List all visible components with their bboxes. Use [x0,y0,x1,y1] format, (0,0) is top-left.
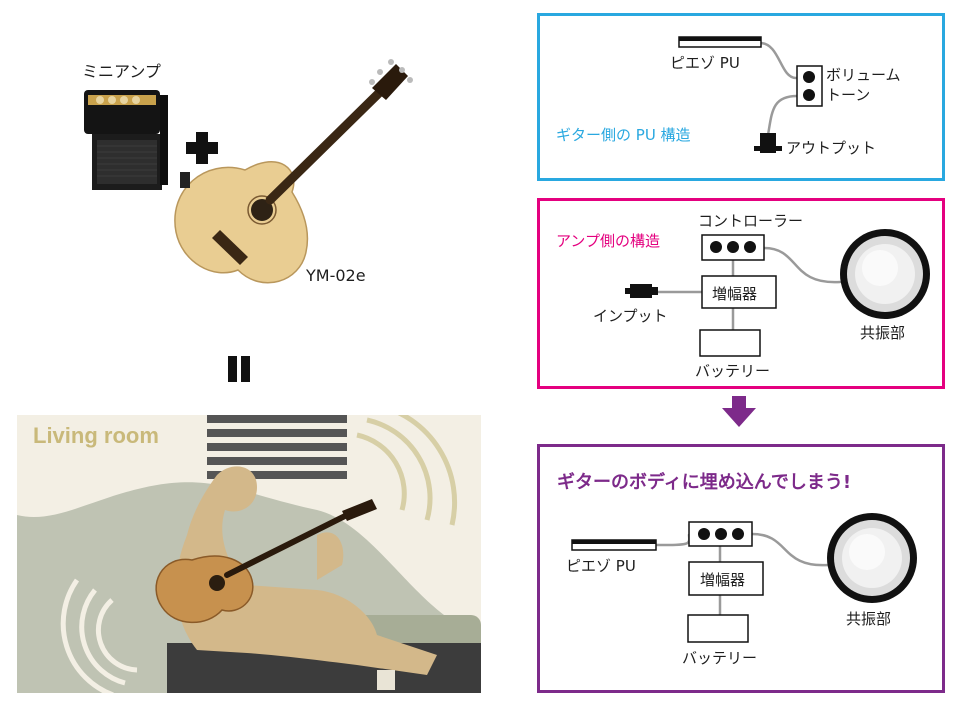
equals-icon [228,356,250,382]
panel1-volume-label: ボリューム [826,66,901,84]
living-room-title: Living room [33,423,159,448]
guitar-pu-structure-panel [537,13,945,181]
down-arrow-icon [722,396,756,427]
panel2-title: アンプ側の構造 [556,232,660,250]
plus-icon [186,132,218,164]
panel2-amplifier-label: 増幅器 [712,285,758,303]
guitar-model-label: YM-02e [306,266,366,285]
living-room-illustration [17,415,481,693]
panel3-title: ギターのボディに埋め込んでしまう! [557,472,852,493]
panel2-controller-label: コントローラー [698,212,804,230]
panel2-battery-label: バッテリー [695,362,771,380]
mini-amp-label: ミニアンプ [82,62,161,81]
living-room-scene: Living room [17,415,481,693]
panel1-output-label: アウトプット [786,139,877,157]
panel1-piezo-label: ピエゾ PU [670,54,740,72]
panel1-title: ギター側の PU 構造 [556,126,691,144]
panel2-speaker-label: 共振部 [860,324,906,342]
panel3-amplifier-label: 増幅器 [700,571,746,589]
panel1-tone-label: トーン [826,86,871,104]
panel3-piezo-label: ピエゾ PU [566,557,636,575]
panel3-speaker-label: 共振部 [846,610,892,628]
panel2-input-label: インプット [593,307,668,325]
panel3-battery-label: バッテリー [682,649,758,667]
guitar-illustration [174,59,413,284]
